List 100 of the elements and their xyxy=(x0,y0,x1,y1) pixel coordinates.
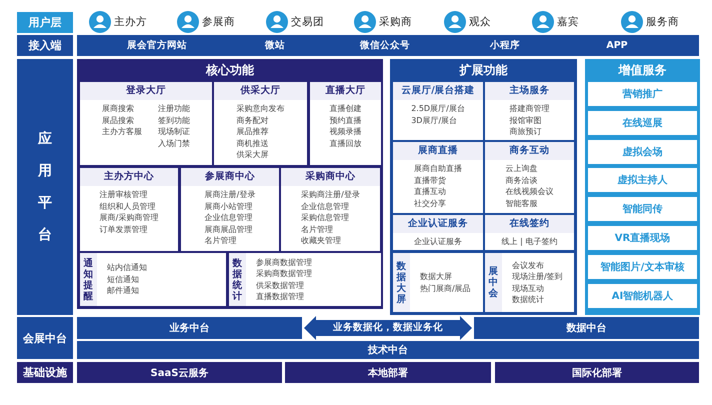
panel-title: 核心功能 xyxy=(204,62,255,78)
side-heading: 数据大屏 xyxy=(393,253,410,312)
feature-item: 订单发票管理 xyxy=(100,224,149,235)
function-panel xyxy=(390,59,577,315)
side-heading: 数据统计 xyxy=(229,253,246,306)
feature-item: 主办方客服 xyxy=(102,126,142,138)
role-label: 观众 xyxy=(469,15,491,30)
service-item: 智能图片/文本审核 xyxy=(588,254,697,279)
function-card xyxy=(485,253,574,312)
service-item: 在线巡展 xyxy=(588,110,697,135)
feature-item: 参展商数据管理 xyxy=(256,256,312,268)
feature-item: 站内信通知 xyxy=(107,262,147,274)
function-card xyxy=(80,253,226,306)
feature-item: 现场制证 xyxy=(158,126,190,138)
feature-item: 报馆审图 xyxy=(510,114,542,126)
feature-item: 展商小站管理 xyxy=(204,200,254,212)
feature-item: 云上询盘 xyxy=(506,163,538,174)
feature-item: 邮件通知 xyxy=(107,285,140,297)
feature-item: 展商搜索 xyxy=(102,103,135,114)
card-heading: 供采大厅 xyxy=(214,82,307,100)
role-label: 服务商 xyxy=(646,15,679,30)
feature-item: 直播创建 xyxy=(330,103,362,114)
card-heading: 登录大厅 xyxy=(80,82,212,100)
feature-item: 展商/采购商管理 xyxy=(100,212,158,224)
feature-item: 视频录播 xyxy=(330,126,362,138)
feature-item: 供采大屏 xyxy=(236,149,270,160)
role-label: 采购商 xyxy=(379,15,412,30)
panel-title: 扩展功能 xyxy=(458,62,508,78)
feature-item: 短信通知 xyxy=(107,274,140,286)
access-channel-label: 小程序 xyxy=(490,38,520,53)
function-card xyxy=(281,168,380,251)
feature-item: 名片管理 xyxy=(301,224,334,235)
feature-item: 热门展商/展品 xyxy=(420,282,471,294)
role-label: 主办方 xyxy=(114,15,147,30)
feature-item: 展品搜索 xyxy=(102,114,135,126)
function-card xyxy=(393,82,483,140)
service-item: 虚拟会场 xyxy=(588,140,697,164)
layer-label: 用户层 xyxy=(17,12,73,33)
function-card xyxy=(485,215,574,250)
feature-item: 展品推荐 xyxy=(236,126,270,138)
platform-bar: 数据中台 xyxy=(474,317,699,339)
feature-item: 收藏夹管理 xyxy=(301,235,342,246)
function-card xyxy=(181,168,279,251)
function-card xyxy=(393,253,483,312)
service-item: 虚拟主持人 xyxy=(588,168,697,192)
card-heading: 企业认证服务 xyxy=(393,215,483,233)
side-heading: 展中会 xyxy=(485,253,502,312)
feature-item: 采购信息管理 xyxy=(301,212,350,224)
feature-item: 名片管理 xyxy=(204,235,238,246)
feature-item: 注册审核管理 xyxy=(100,189,149,200)
feature-item: 商务洽谈 xyxy=(506,174,538,186)
service-item: 营销推广 xyxy=(588,82,697,106)
card-heading: 展商直播 xyxy=(393,142,483,160)
feature-item: 展商展品管理 xyxy=(204,224,254,235)
access-channel-label: APP xyxy=(606,39,628,53)
feature-item: 企业认证服务 xyxy=(414,236,462,248)
card-heading: 云展厅/展台搭建 xyxy=(393,82,483,100)
function-card xyxy=(229,253,381,306)
feature-item: 2.5D展厅/展台 xyxy=(411,103,465,114)
service-item: 智能同传 xyxy=(588,197,697,222)
function-panel xyxy=(585,59,700,315)
access-channel-label: 微站 xyxy=(265,39,285,53)
platform-bar: 本地部署 xyxy=(285,362,491,383)
feature-item: 预约直播 xyxy=(330,114,362,126)
function-card xyxy=(80,82,212,165)
layer-label: 接入端 xyxy=(17,35,73,56)
layer-label: 会展中台 xyxy=(17,317,73,359)
feature-item: 商务配对 xyxy=(236,114,270,126)
feature-item: 数据统计 xyxy=(512,294,545,306)
feature-item: 展商自助直播 xyxy=(414,163,462,174)
feature-item: 商旅预订 xyxy=(510,126,542,138)
feature-item: 注册功能 xyxy=(158,103,190,114)
card-heading: 商务互动 xyxy=(485,142,574,160)
function-card xyxy=(310,82,381,165)
platform-bar: 国际化部署 xyxy=(495,362,699,383)
feature-item: 入场门禁 xyxy=(158,138,190,149)
feature-item: 搭建商管理 xyxy=(510,103,550,114)
role-label: 参展商 xyxy=(202,15,235,30)
feature-item: 3D展厅/展台 xyxy=(411,114,458,126)
card-heading: 在线签约 xyxy=(485,215,574,233)
feature-item: 采购商数据管理 xyxy=(256,268,312,280)
access-band xyxy=(77,35,699,56)
function-card xyxy=(485,82,574,140)
service-item: VR直播现场 xyxy=(588,226,697,250)
feature-item: 企业信息管理 xyxy=(301,200,350,212)
feature-item: 在线视频会议 xyxy=(506,186,554,198)
card-heading: 采购商中心 xyxy=(281,168,380,186)
platform-bar: SaaS云服务 xyxy=(77,362,282,383)
feature-item: 直播回放 xyxy=(330,138,362,149)
access-channel-label: 微信公众号 xyxy=(360,39,410,53)
role-label: 交易团 xyxy=(291,15,324,30)
feature-item: 社交分享 xyxy=(414,198,447,209)
platform-bar: 业务中台 xyxy=(77,317,302,339)
feature-item: 现场注册/签到 xyxy=(512,271,563,282)
function-card xyxy=(393,215,483,250)
service-item: AI智能机器人 xyxy=(588,284,697,308)
feature-item: 签到功能 xyxy=(158,114,190,126)
function-card xyxy=(393,142,483,213)
card-heading: 直播大厅 xyxy=(310,82,381,100)
access-channel-label: 展会官方网站 xyxy=(127,38,187,53)
